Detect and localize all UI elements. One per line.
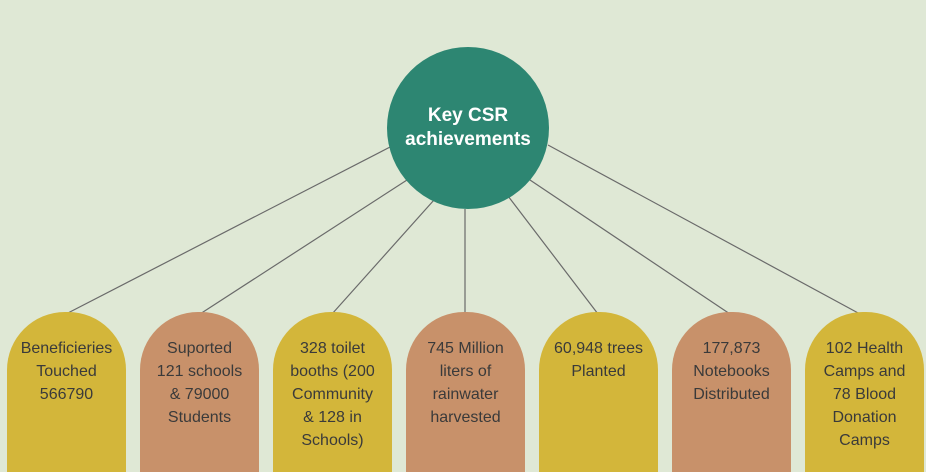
- achievement-text: 102 Health Camps and 78 Blood Donation C…: [823, 340, 906, 449]
- achievement-card-notebooks: 177,873 Notebooks Distributed: [672, 312, 791, 472]
- achievement-text: Suported 121 schools & 79000 Students: [156, 340, 243, 426]
- achievement-card-beneficiaries: Beneficieries Touched 566790: [7, 312, 126, 472]
- connector-line-5: [507, 195, 599, 315]
- connector-line-7: [547, 144, 861, 315]
- achievement-card-trees: 60,948 trees Planted: [539, 312, 658, 472]
- achievement-text: 745 Million liters of rainwater harveste…: [427, 340, 504, 426]
- achievement-card-rainwater: 745 Million liters of rainwater harveste…: [406, 312, 525, 472]
- connector-line-1: [65, 145, 393, 315]
- achievement-text: 60,948 trees Planted: [554, 340, 643, 380]
- hub-title: Key CSR achievements: [405, 105, 531, 150]
- connector-line-3: [331, 199, 435, 315]
- achievement-text: Beneficieries Touched 566790: [20, 340, 113, 403]
- connector-line-2: [199, 179, 408, 315]
- achievement-card-health-camps: 102 Health Camps and 78 Blood Donation C…: [805, 312, 924, 472]
- connector-line-6: [529, 179, 731, 315]
- achievement-card-toilet-booths: 328 toilet booths (200 Community & 128 i…: [273, 312, 392, 472]
- achievement-text: 328 toilet booths (200 Community & 128 i…: [290, 340, 375, 449]
- hub-circle: Key CSR achievements: [387, 47, 549, 209]
- achievement-text: 177,873 Notebooks Distributed: [693, 340, 770, 403]
- achievement-card-schools: Suported 121 schools & 79000 Students: [140, 312, 259, 472]
